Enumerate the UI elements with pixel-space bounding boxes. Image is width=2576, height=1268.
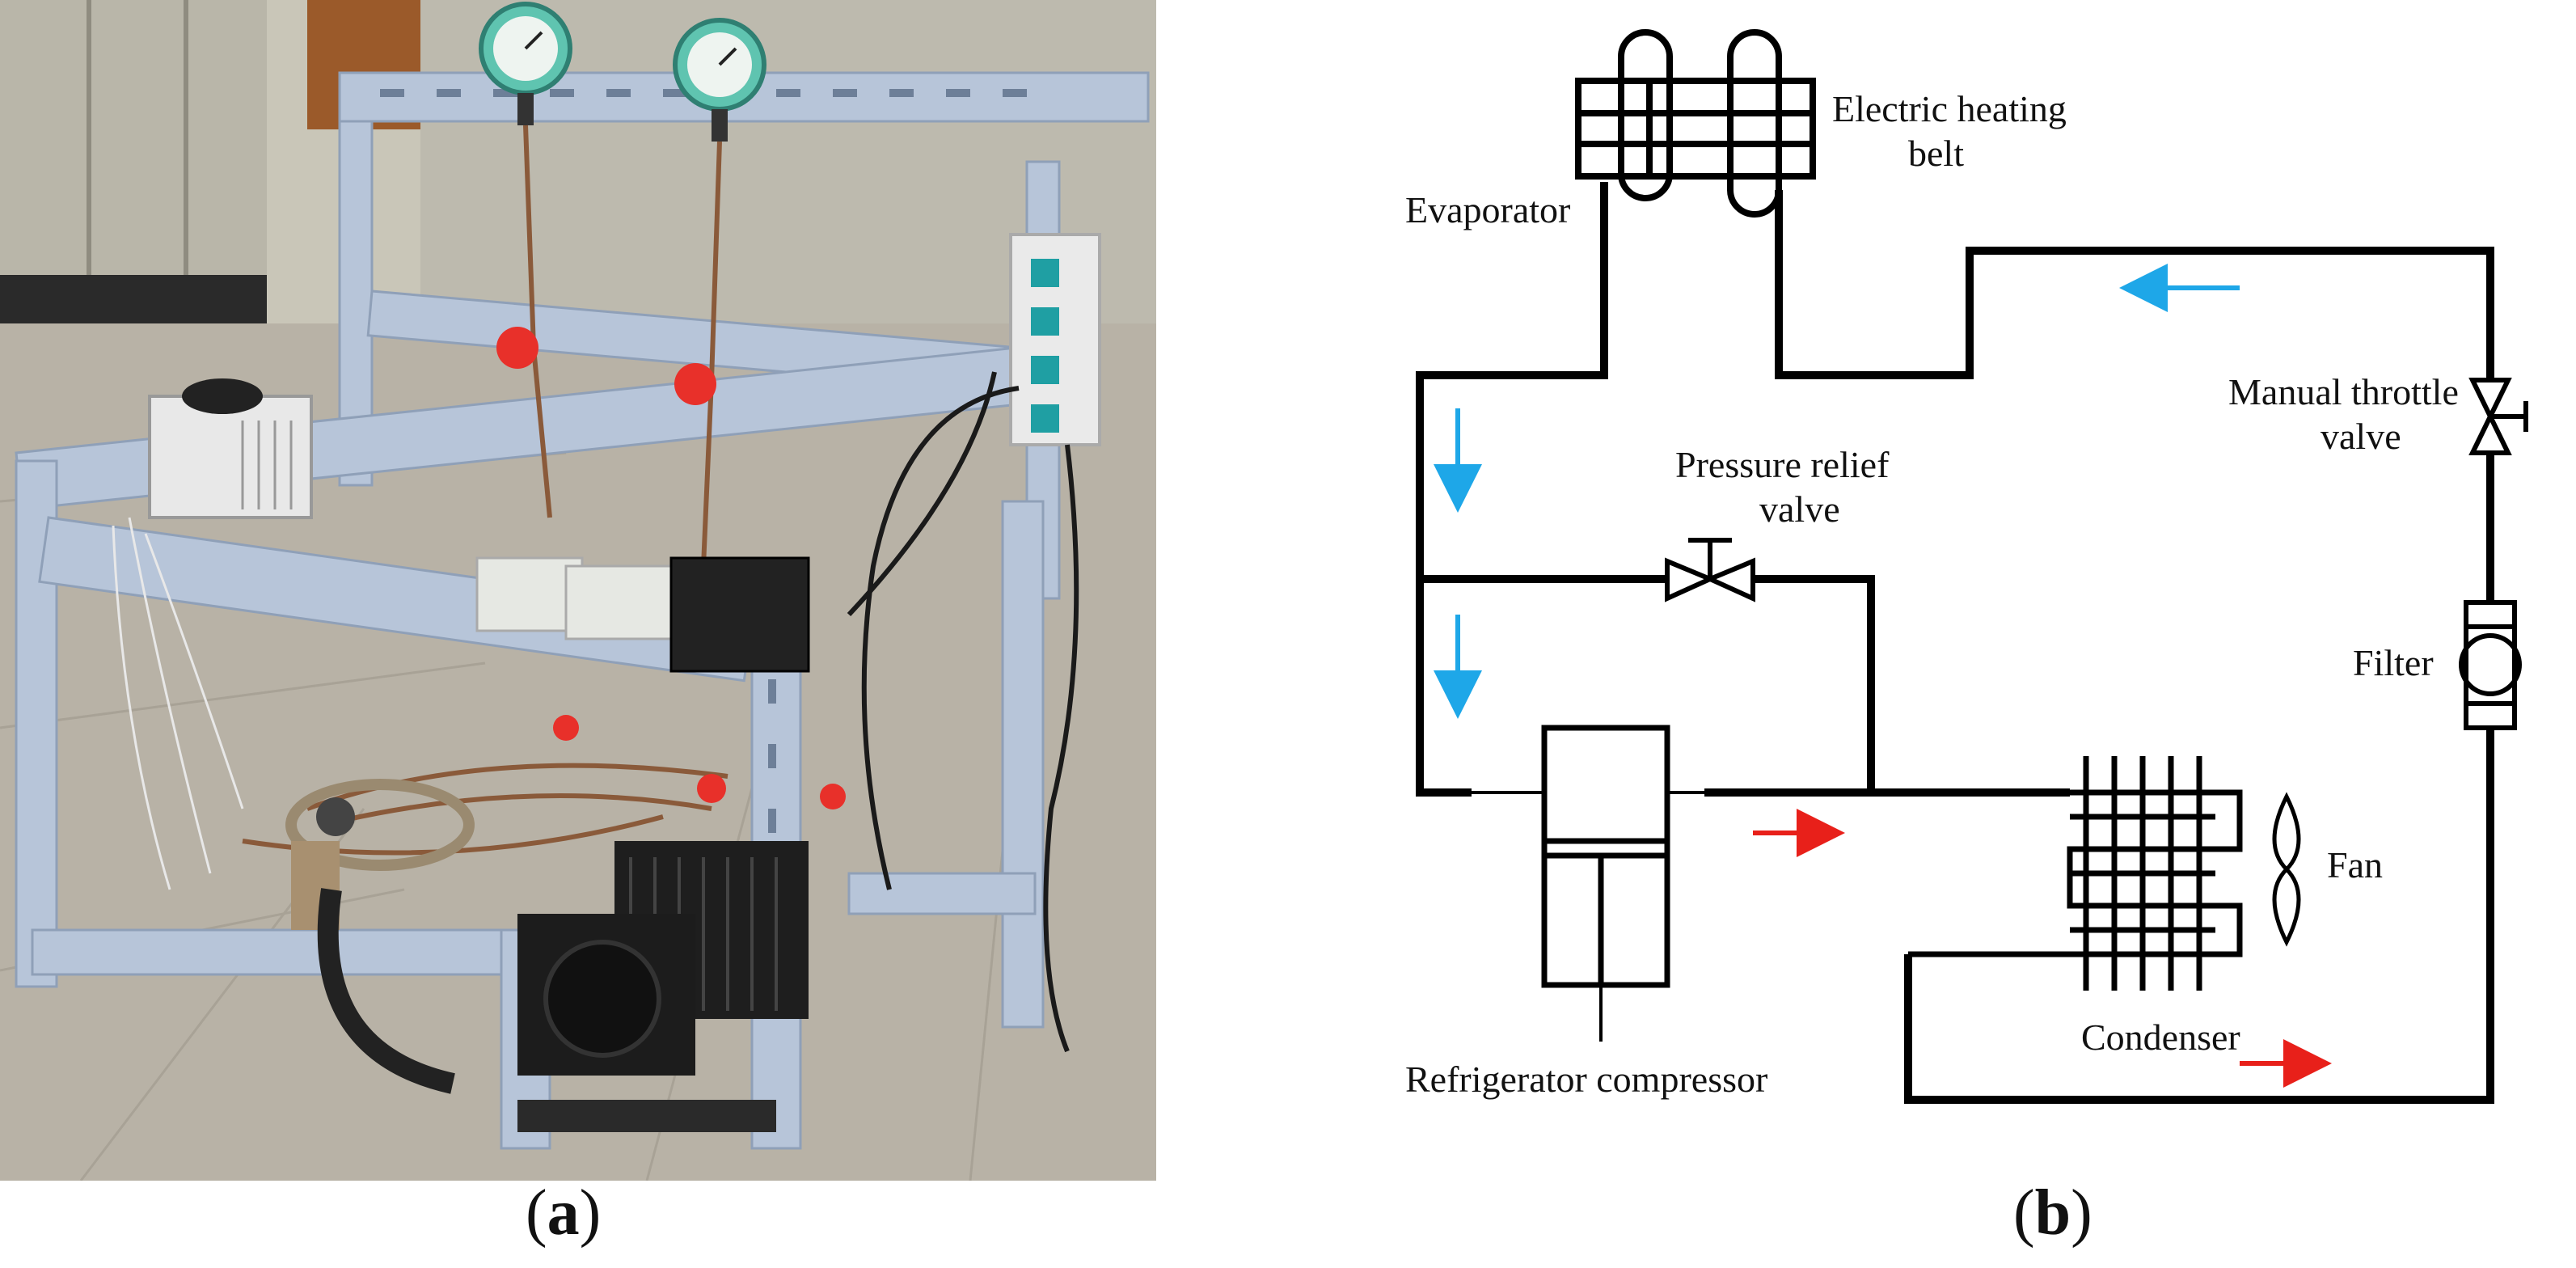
compressor-leads — [1472, 791, 1704, 1042]
label-compressor: Refrigerator compressor — [1405, 1059, 1767, 1100]
label-throttle-line2: valve — [2321, 416, 2401, 457]
caption-a-close: ) — [579, 1177, 602, 1249]
caption-a-open: ( — [526, 1177, 547, 1249]
label-relief-line1: Pressure relief — [1675, 444, 1890, 485]
black-hose — [317, 888, 455, 1094]
caption-a: (a) — [526, 1177, 601, 1250]
rig-base — [517, 1100, 776, 1132]
fan-symbol — [2272, 792, 2301, 947]
caption-b: (b) — [2013, 1177, 2092, 1250]
compressor — [517, 914, 695, 1076]
digital-meter — [669, 556, 810, 673]
label-evaporator: Evaporator — [1405, 189, 1570, 230]
label-throttle-line1: Manual throttle — [2228, 371, 2459, 412]
switch-box-2 — [564, 564, 673, 640]
label-heating-belt-line1: Electric heating — [1832, 88, 2067, 129]
label-fan: Fan — [2327, 844, 2383, 885]
refrigerant-pipes — [1416, 182, 2494, 1104]
caption-a-letter: a — [547, 1177, 580, 1249]
cables — [847, 371, 1079, 1053]
label-relief-line2: valve — [1759, 488, 1840, 530]
photo-panel — [0, 0, 1156, 1181]
caption-b-open: ( — [2013, 1177, 2035, 1249]
filter-symbol — [2459, 600, 2522, 730]
label-condenser: Condenser — [2081, 1017, 2240, 1058]
red-valves — [496, 327, 846, 809]
experimental-rig-photo — [0, 0, 1156, 1181]
wall-baseboard — [0, 275, 267, 332]
compressor-symbol — [1541, 725, 1670, 988]
cold-flow-arrows — [1434, 264, 2240, 719]
caption-b-letter: b — [2034, 1177, 2071, 1249]
thermocouple-wires — [112, 517, 244, 890]
pressure-relief-valve-symbol — [1665, 538, 1755, 602]
label-heating-belt-line2: belt — [1908, 133, 1964, 174]
hot-flow-arrows — [1753, 809, 2332, 1088]
pressure-gauge-right — [673, 18, 766, 142]
accumulator — [285, 779, 475, 930]
label-filter: Filter — [2353, 642, 2434, 683]
caption-b-close: ) — [2071, 1177, 2092, 1249]
power-strip — [1009, 233, 1101, 446]
refrigeration-schematic: Electric heating belt Evaporator — [1375, 0, 2576, 1181]
pressure-gauge-left — [479, 2, 572, 125]
evaporator-symbol — [1575, 29, 1816, 218]
schematic-svg: Electric heating belt Evaporator — [1405, 29, 2528, 1104]
throttle-valve-symbol — [2468, 378, 2528, 455]
voltage-regulator — [148, 378, 313, 519]
condenser-symbol — [1908, 756, 2243, 991]
